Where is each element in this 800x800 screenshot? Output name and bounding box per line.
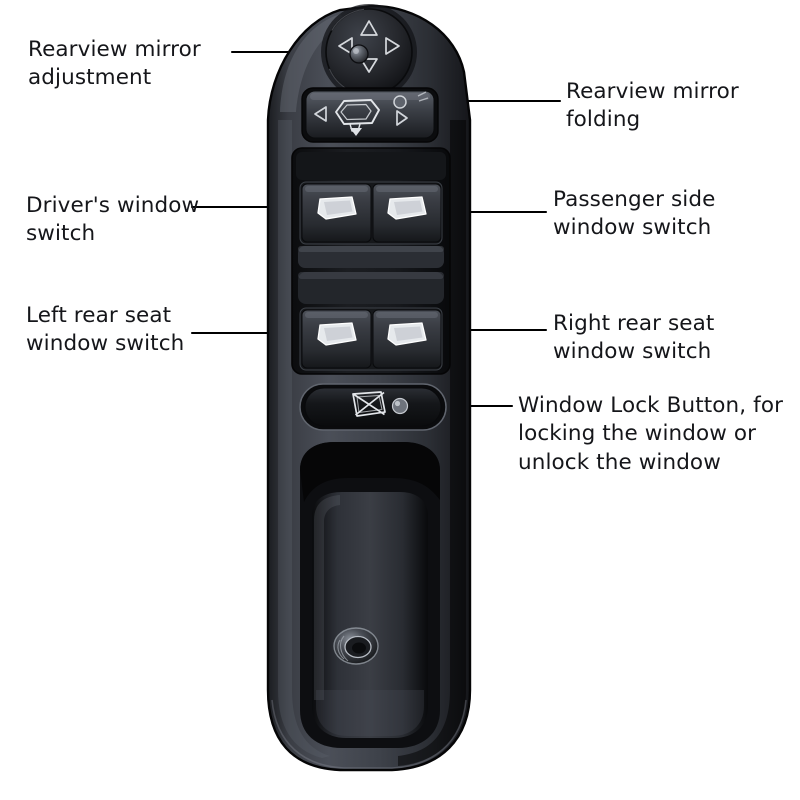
left-rear-window-switch-gloss bbox=[305, 312, 368, 318]
joystick-knob-gloss bbox=[353, 48, 359, 54]
mirror-fold-icon-stem bbox=[350, 128, 362, 136]
left-rear-window-switch[interactable] bbox=[301, 309, 372, 369]
window-pane-icon bbox=[317, 196, 357, 220]
grommet-thread-lines bbox=[337, 635, 349, 662]
callout-window-lock-button: Window Lock Button, for locking the wind… bbox=[518, 393, 784, 475]
storage-tray-floor bbox=[312, 492, 428, 738]
grommet-ring-outer bbox=[333, 627, 379, 665]
right-rear-window-switch[interactable] bbox=[372, 309, 442, 369]
passenger-window-switch-gloss bbox=[376, 186, 438, 192]
storage-tray-bottom-sheen bbox=[316, 690, 424, 736]
joystick-arrow-up bbox=[360, 20, 378, 36]
panel-right-shadow bbox=[398, 120, 466, 766]
panel-top-highlight bbox=[280, 14, 348, 112]
callout-mirror-adjustment: Rearview mirror adjustment bbox=[28, 37, 201, 91]
joystick-arrow-right bbox=[385, 37, 400, 55]
passenger-window-switch[interactable] bbox=[372, 183, 442, 243]
grommet-hole bbox=[352, 642, 366, 654]
mirror-adjust-joystick[interactable] bbox=[310, 0, 427, 111]
callout-passenger-window-switch: Passenger side window switch bbox=[553, 187, 716, 241]
four-arrow-directional-icon bbox=[338, 20, 400, 73]
mirror-fold-indicator-dot bbox=[393, 95, 407, 109]
callout-driver-window-switch: Driver's window switch bbox=[26, 193, 200, 247]
window-lock-indicator-dot bbox=[391, 397, 409, 415]
mirror-fold-motion-lines bbox=[417, 91, 429, 102]
mirror-select-left[interactable] bbox=[314, 106, 327, 122]
leader-lines bbox=[190, 50, 562, 408]
mirror-fold-button[interactable] bbox=[301, 87, 439, 143]
storage-tray-left-sheen bbox=[314, 495, 340, 700]
window-lock-indicator-gloss bbox=[394, 400, 401, 407]
mounting-grommet bbox=[333, 627, 379, 665]
window-pane-icon bbox=[387, 196, 427, 220]
window-lock-crossed-icon bbox=[352, 391, 386, 417]
switch-recess-ledge-top bbox=[296, 152, 446, 180]
joystick-arrow-down bbox=[360, 58, 378, 73]
storage-tray-inner-shadow bbox=[300, 442, 440, 502]
right-rear-window-switch-gloss bbox=[376, 312, 438, 318]
mirror-fold-key-gloss bbox=[310, 93, 430, 100]
lower-switch-row bbox=[299, 307, 443, 371]
upper-switch-row bbox=[299, 181, 443, 245]
driver-window-switch-gloss bbox=[305, 186, 368, 192]
panel-bottom-rim bbox=[271, 699, 467, 769]
window-pane-icon bbox=[317, 322, 357, 346]
driver-window-switch[interactable] bbox=[301, 183, 372, 243]
window-lock-button[interactable] bbox=[299, 383, 447, 431]
mirror-select-right[interactable] bbox=[396, 110, 408, 126]
switch-recess-mid-ledge bbox=[298, 246, 444, 304]
callout-right-rear-window-switch: Right rear seat window switch bbox=[553, 311, 715, 365]
joystick-knob[interactable] bbox=[349, 44, 369, 64]
callout-left-rear-window-switch: Left rear seat window switch bbox=[26, 303, 185, 357]
panel-left-sheen bbox=[278, 120, 330, 758]
callout-mirror-folding: Rearview mirror folding bbox=[566, 79, 739, 133]
storage-tray bbox=[300, 442, 440, 748]
window-pane-icon bbox=[387, 322, 427, 346]
joystick-arrow-left bbox=[338, 37, 353, 55]
